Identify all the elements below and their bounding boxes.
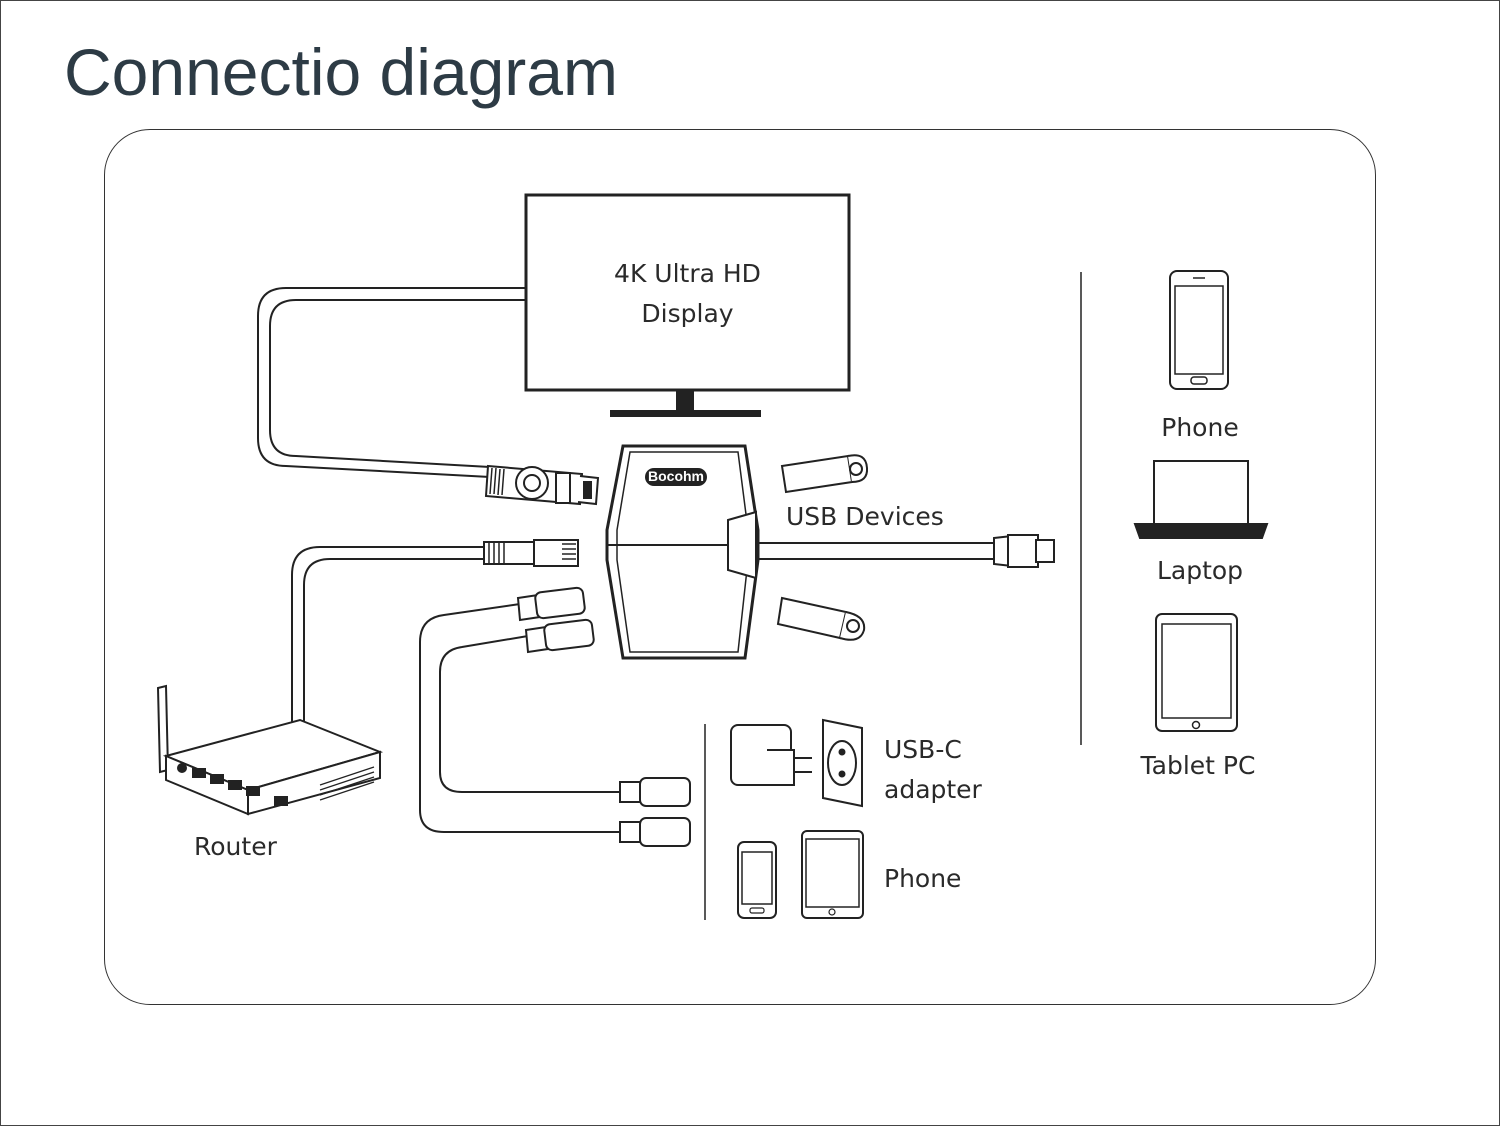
tablet-label: Tablet PC: [1140, 751, 1256, 780]
phone-large-icon: [1169, 270, 1229, 390]
router-label: Router: [194, 832, 277, 861]
hub-brand-label: Bocohm: [648, 468, 704, 484]
tablet-large-icon: [1155, 613, 1238, 732]
laptop-label: Laptop: [1156, 556, 1244, 585]
laptop-icon: [1133, 460, 1269, 539]
power-adapter-icon: [730, 724, 812, 786]
usb-stick-top-icon: [780, 454, 869, 494]
ethernet-cable: [291, 539, 579, 732]
phone-right-label: Phone: [1161, 413, 1239, 442]
usb-devices-label: USB Devices: [786, 502, 944, 531]
diagram-panel: [104, 129, 1376, 1005]
display-label-line2: Display: [641, 299, 734, 328]
hdmi-cable: [257, 287, 600, 506]
hub-device: [605, 444, 760, 660]
usbc-cables: [419, 586, 691, 847]
phone-small-icon: [737, 841, 777, 919]
usb-stick-bottom-icon: [776, 596, 866, 641]
phone-bottom-label: Phone: [884, 864, 962, 893]
display-label-line1: 4K Ultra HD: [614, 259, 761, 288]
main-usbc-cable: [756, 534, 1055, 568]
router-icon: [156, 684, 384, 816]
usbc-adapter-label-line2: adapter: [884, 775, 982, 804]
tablet-small-icon: [801, 830, 864, 919]
page-title: Connectio diagram: [64, 35, 618, 109]
display-icon: [524, 193, 851, 417]
wall-socket-icon: [822, 718, 863, 808]
usbc-adapter-label-line1: USB-C: [884, 735, 962, 764]
